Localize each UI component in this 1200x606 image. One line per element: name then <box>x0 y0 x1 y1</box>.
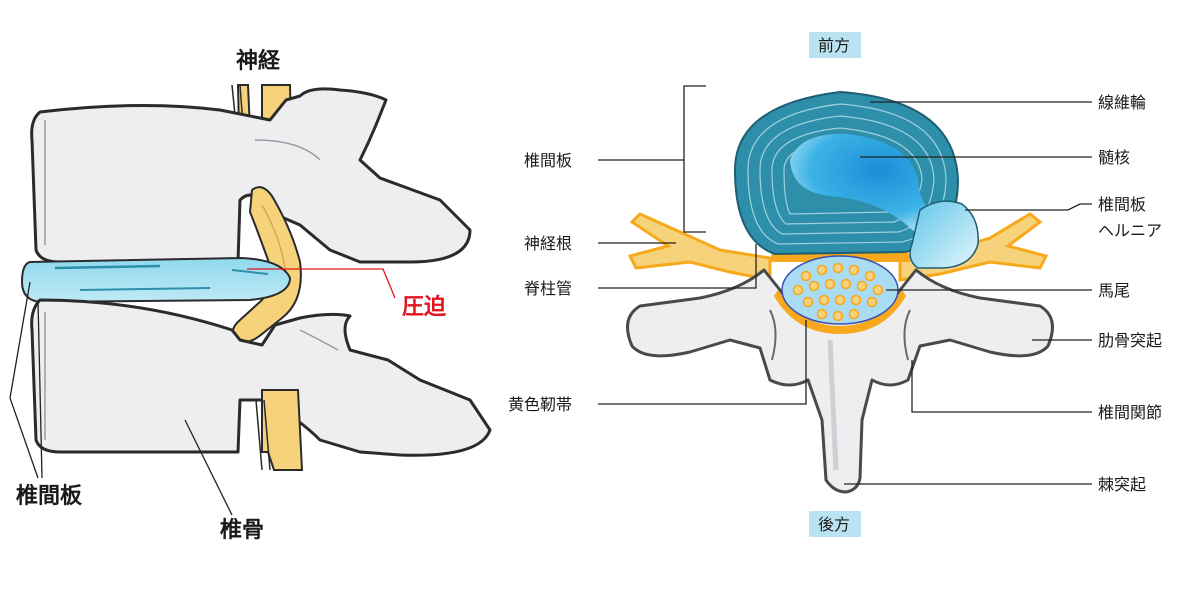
lower-vertebra-body <box>30 298 492 457</box>
nucleus-label: 髄核 <box>1098 148 1130 167</box>
nerve-root-left <box>627 212 772 282</box>
annulus-label: 線維輪 <box>1098 93 1146 112</box>
disc-label-left: 椎間板 <box>16 483 83 509</box>
herniation <box>909 200 979 269</box>
intervertebral-disc-axial <box>733 90 979 269</box>
spinal-canal-label: 脊柱管 <box>524 279 572 298</box>
nerve-root-label: 神経根 <box>524 234 572 253</box>
posterior-tag <box>809 511 861 537</box>
lower-nerve <box>261 389 304 471</box>
cauda-equina-fibers <box>792 262 884 322</box>
posterior-label: 後方 <box>818 515 850 534</box>
cauda-equina-label: 馬尾 <box>1098 281 1130 300</box>
axial-spine-view: 前方 後方 <box>508 32 1162 537</box>
nucleus-pulposus <box>790 133 952 238</box>
disc-label-right: 椎間板 <box>524 151 572 170</box>
upper-vertebra-body <box>30 87 472 264</box>
spinous-process-label: 棘突起 <box>1098 475 1146 494</box>
anterior-tag <box>809 32 861 58</box>
herniation-label-line2: ヘルニア <box>1098 221 1162 240</box>
herniation-label-line1: 椎間板 <box>1098 195 1146 214</box>
lateral-spine-view: 神経 圧迫 椎間板 椎骨 <box>9 48 492 543</box>
anterior-label: 前方 <box>818 36 850 55</box>
facet-joint-label: 椎間関節 <box>1098 403 1162 422</box>
ligamentum-flavum-label: 黄色靭帯 <box>508 395 572 414</box>
vertebra-label: 椎骨 <box>220 517 264 543</box>
ligamentum-flavum-lower <box>774 290 906 334</box>
nerve-label: 神経 <box>236 48 281 74</box>
intervertebral-disc-lateral <box>20 256 292 304</box>
compression-label: 圧迫 <box>402 294 447 320</box>
transverse-process-label: 肋骨突起 <box>1098 331 1162 350</box>
